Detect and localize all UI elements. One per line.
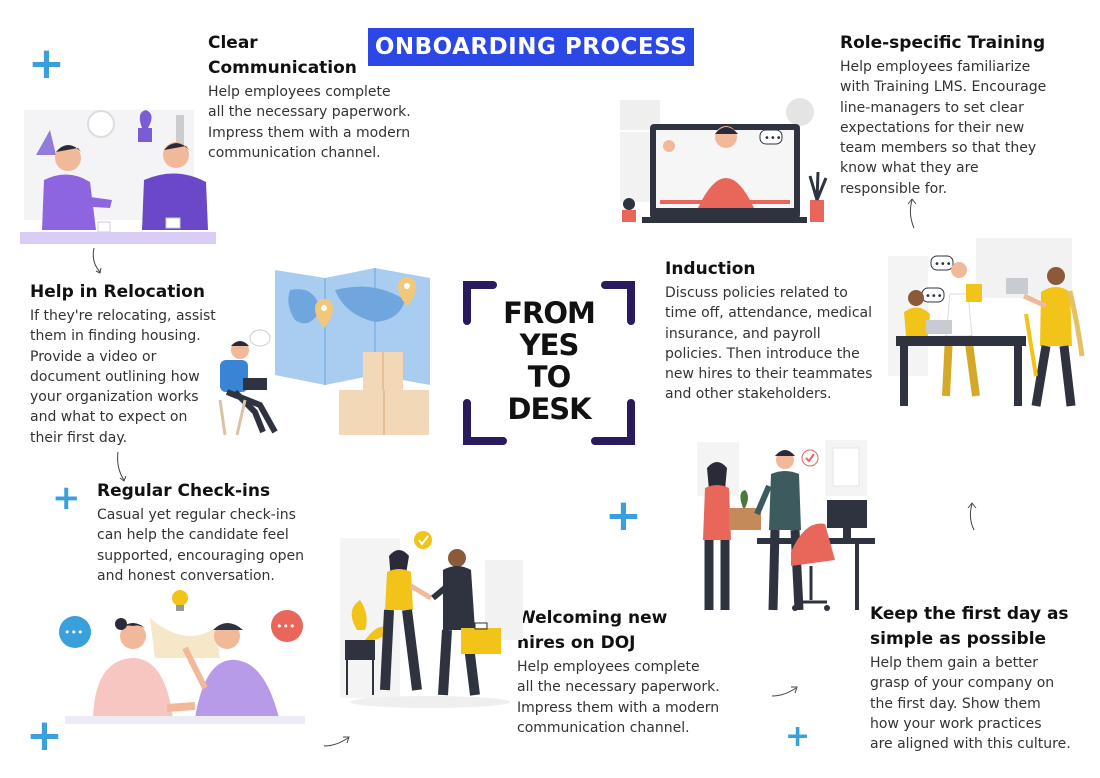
section-heading: Welcoming new [517, 608, 668, 628]
page-title: ONBOARDING PROCESS [368, 28, 694, 66]
curved-arrow-icon [967, 502, 977, 531]
body-line: new hires to their teammates [665, 366, 873, 383]
body-line: If they're relocating, assist [30, 308, 216, 324]
body-line: responsible for. [840, 180, 948, 197]
office-meeting-illustration: ••• ••• [888, 238, 1085, 407]
section-relocation: Help in Relocation If they're relocating… [30, 279, 240, 448]
body-line: Help employees complete [517, 659, 700, 675]
plus-icon: + [26, 710, 63, 761]
curved-arrow-icon [907, 198, 917, 229]
section-clear-communication: Clear Communication Help employees compl… [208, 30, 428, 163]
body-line: with Training LMS. Encourage [840, 79, 1047, 96]
section-heading: Role-specific Training [840, 33, 1046, 53]
body-line: Help employees complete [208, 84, 391, 100]
body-line: are aligned with this culture. [870, 736, 1071, 753]
section-heading: Clear [208, 33, 258, 53]
plus-icon: + [605, 490, 642, 541]
section-heading: Regular Check-ins [97, 481, 271, 501]
body-line: all the necessary paperwork. [517, 679, 720, 696]
body-line: Provide a video or [30, 348, 157, 365]
body-line: and what to expect on [30, 409, 188, 426]
center-frame-brackets [463, 281, 635, 445]
body-line: and honest conversation. [97, 567, 275, 584]
section-welcoming: Welcoming new hires on DOJ Help employee… [517, 605, 747, 738]
body-line: know what they are [840, 160, 979, 177]
relocation-map-illustration [218, 268, 430, 436]
body-line: Help them gain a better [870, 655, 1038, 671]
body-line: policies. Then introduce the [665, 345, 860, 362]
body-line: Impress them with a modern [517, 699, 720, 716]
conversation-illustration [20, 110, 216, 244]
tagline-line: TO [527, 360, 571, 394]
body-line: insurance, and payroll [665, 325, 821, 342]
svg-text:•••: ••• [764, 133, 782, 144]
svg-text:•••: ••• [276, 620, 295, 633]
section-first-day: Keep the first day as simple as possible… [870, 601, 1095, 754]
plus-icon: + [785, 719, 811, 754]
tagline-line: DESK [507, 392, 591, 426]
body-line: how your work practices [870, 715, 1042, 732]
section-heading: Induction [665, 259, 756, 279]
body-line: the first day. Show them [870, 695, 1041, 712]
video-call-illustration: ••• [620, 98, 828, 223]
section-heading: hires on DOJ [517, 633, 636, 653]
body-line: grasp of your company on [870, 675, 1055, 692]
body-line: your organization works [30, 389, 199, 406]
center-tagline: FROM YES TO DESK [463, 297, 635, 425]
plus-icon: + [28, 38, 65, 89]
body-line: Discuss policies related to [665, 285, 848, 301]
body-line: them in finding housing. [30, 328, 201, 345]
checkin-illustration: ••• ••• [59, 590, 305, 724]
svg-text:•••: ••• [934, 259, 952, 270]
section-role-training: Role-specific Training Help employees fa… [840, 30, 1080, 199]
body-line: time off, attendance, medical [665, 305, 872, 322]
body-line: can help the candidate feel [97, 527, 289, 544]
tagline-line: YES [519, 328, 580, 362]
section-induction: Induction Discuss policies related to ti… [665, 256, 890, 405]
body-line: team members so that they [840, 140, 1037, 157]
body-line: document outlining how [30, 368, 200, 385]
curved-arrow-icon [323, 736, 350, 747]
section-heading: Help in Relocation [30, 282, 205, 302]
plus-icon: + [52, 478, 81, 518]
curved-arrow-icon [117, 451, 127, 482]
body-line: Casual yet regular check-ins [97, 507, 296, 523]
curved-arrow-icon [92, 247, 102, 274]
body-line: expectations for their new [840, 119, 1025, 136]
curved-arrow-icon [771, 686, 798, 697]
handshake-illustration [340, 531, 523, 708]
body-line: communication channel. [517, 719, 690, 736]
section-heading: Communication [208, 58, 357, 78]
section-checkins: Regular Check-ins Casual yet regular che… [97, 478, 327, 586]
body-line: and other stakeholders. [665, 386, 832, 403]
first-day-desk-illustration [697, 440, 875, 611]
body-line: Help employees familiarize [840, 59, 1031, 75]
svg-text:•••: ••• [64, 626, 83, 639]
section-heading: simple as possible [870, 629, 1047, 649]
section-heading: Keep the first day as [870, 604, 1069, 624]
body-line: supported, encouraging open [97, 547, 305, 564]
body-line: all the necessary paperwork. [208, 104, 411, 121]
body-line: communication channel. [208, 144, 381, 161]
body-line: Impress them with a modern [208, 124, 411, 141]
body-line: their first day. [30, 429, 128, 446]
svg-text:•••: ••• [925, 291, 943, 302]
body-line: line-managers to set clear [840, 99, 1024, 116]
tagline-line: FROM [503, 296, 596, 330]
